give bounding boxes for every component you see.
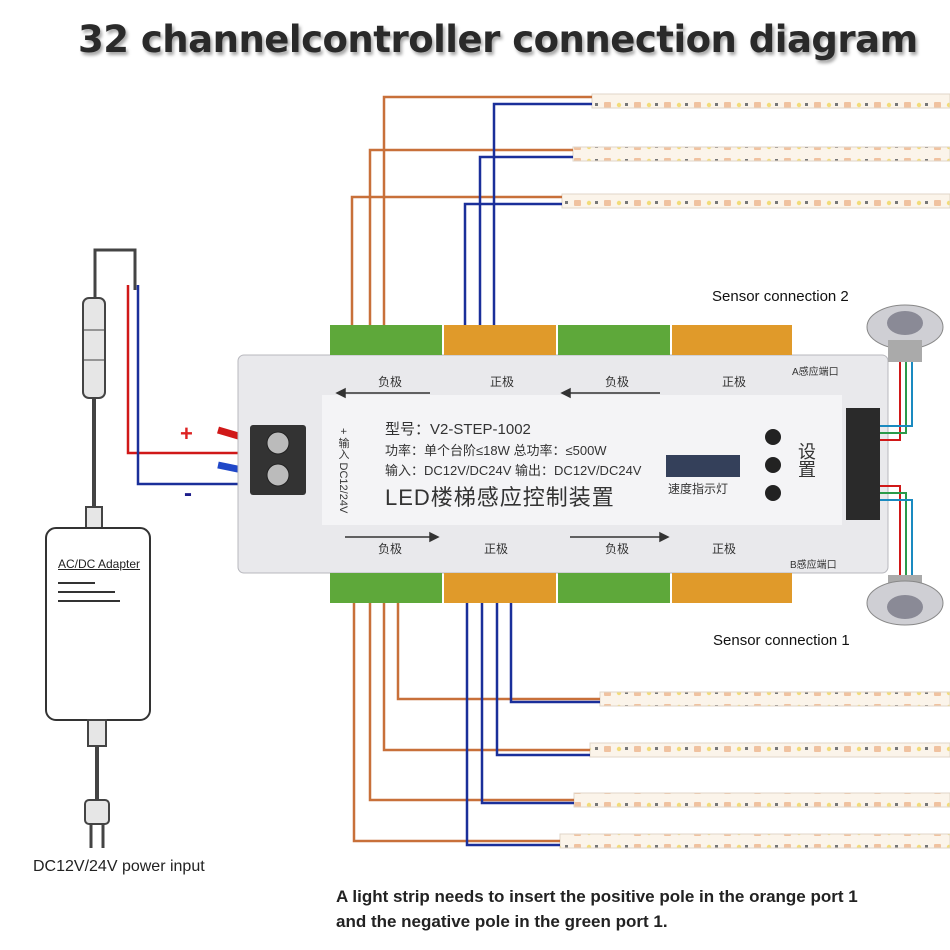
wire-top-orange-1 <box>382 95 592 325</box>
top-group-label-3: 负极 <box>605 375 630 389</box>
bottom-group-label-3: 负极 <box>605 542 630 556</box>
top-group-label-4: 正极 <box>722 375 747 389</box>
setting-label: 设置 <box>796 442 816 478</box>
adapter-lines <box>58 582 120 602</box>
terminal-top-green-2 <box>558 325 670 355</box>
direction-arrows <box>335 387 670 543</box>
controller-front-panel <box>322 395 842 525</box>
terminal-bottom-orange-1 <box>444 573 556 603</box>
sensor-2 <box>866 304 944 362</box>
wire-bottom-blue-4 <box>465 603 560 847</box>
wire-top-blue-2 <box>478 155 573 325</box>
led-strip-bottom-1 <box>599 691 950 707</box>
wire-bottom-blue-1 <box>509 603 600 704</box>
sensor-1 <box>866 575 944 626</box>
controller-io: 输入：DC12V/DC24V 输出：DC12V/DC24V <box>385 463 642 478</box>
sensor-connection-1-label: Sensor connection 1 <box>713 632 850 649</box>
terminal-bottom-orange-2 <box>672 573 792 603</box>
controller <box>237 325 889 603</box>
wire-top-blue-3 <box>463 202 562 325</box>
led-strips-bottom <box>559 691 950 849</box>
terminal-bottom-green-1 <box>330 573 442 603</box>
a-sensor-port-label: A感应端口 <box>792 367 839 378</box>
dc-plug <box>82 297 106 530</box>
wire-top-blue-1 <box>492 102 592 325</box>
wire-bottom-orange-4 <box>352 603 560 843</box>
sensor-wires <box>880 362 913 575</box>
sensor-port-block <box>846 408 880 520</box>
wire-bottom-blue-2 <box>495 603 590 757</box>
led-strips-top <box>561 93 950 209</box>
b-sensor-port-label: B感应端口 <box>790 560 837 571</box>
setting-button-1 <box>765 429 781 445</box>
power-cable-loop <box>93 248 137 298</box>
controller-power: 功率：单个台阶≤18W 总功率：≤500W <box>385 443 607 458</box>
terminal-top-green-1 <box>330 325 442 355</box>
input-marker: + 输入 DC12/24V <box>337 428 349 514</box>
power-input-label: DC12V/24V power input <box>33 858 205 875</box>
sensor2-wire-red <box>880 362 901 441</box>
power-terminal <box>250 425 306 495</box>
bottom-group-label-2: 正极 <box>484 542 509 556</box>
bottom-group-label-1: 负极 <box>378 542 403 556</box>
wire-bottom-blue-3 <box>480 603 574 805</box>
negative-mark: - <box>184 480 192 507</box>
speed-display <box>666 455 740 477</box>
sensor1-wire-red <box>880 485 901 575</box>
bottom-wires <box>352 603 600 847</box>
diagram-title: 32 channelcontroller connection diagram <box>78 18 918 61</box>
ac-plug <box>84 719 110 848</box>
setting-button-3 <box>765 485 781 501</box>
led-strip-top-2 <box>572 146 950 162</box>
sensor1-wire-blue <box>880 499 913 575</box>
top-wires <box>350 95 592 325</box>
adapter-label: AC/DC Adapter <box>58 557 141 571</box>
instruction-note-line-1: A light strip needs to insert the positi… <box>336 887 858 906</box>
wire-bottom-orange-2 <box>382 603 590 752</box>
wire-top-orange-3 <box>350 195 562 325</box>
instruction-note: A light strip needs to insert the positi… <box>336 884 858 934</box>
wire-bottom-orange-1 <box>396 603 600 701</box>
sensor2-wire-blue <box>880 362 913 427</box>
terminal-bottom-green-2 <box>558 573 670 603</box>
controller-name: LED楼梯感应控制装置 <box>385 485 615 510</box>
led-strip-bottom-4 <box>559 833 950 849</box>
setting-button-2 <box>765 457 781 473</box>
sensor1-wire-green <box>880 492 907 575</box>
speed-indicator-label: 速度指示灯 <box>668 482 729 496</box>
power-wires <box>93 248 250 486</box>
controller-model: 型号：V2-STEP-1002 <box>385 421 531 438</box>
power-wire-blue <box>136 285 250 486</box>
wire-bottom-orange-3 <box>368 603 574 802</box>
instruction-note-line-2: and the negative pole in the green port … <box>336 912 668 931</box>
sensor2-wire-green <box>880 362 907 434</box>
bottom-group-label-4: 正极 <box>712 542 737 556</box>
positive-mark: + <box>180 421 193 446</box>
terminal-top-orange-1 <box>444 325 556 355</box>
led-strip-top-3 <box>561 193 950 209</box>
terminal-top-orange-2 <box>672 325 792 355</box>
top-group-label-1: 负极 <box>378 375 403 389</box>
led-strip-top-1 <box>591 93 950 109</box>
top-group-label-2: 正极 <box>490 375 515 389</box>
wire-top-orange-2 <box>368 148 573 325</box>
sensor-connection-2-label: Sensor connection 2 <box>712 288 849 305</box>
led-strip-bottom-2 <box>589 742 950 758</box>
power-wire-red <box>126 285 250 455</box>
led-strip-bottom-3 <box>573 792 950 808</box>
